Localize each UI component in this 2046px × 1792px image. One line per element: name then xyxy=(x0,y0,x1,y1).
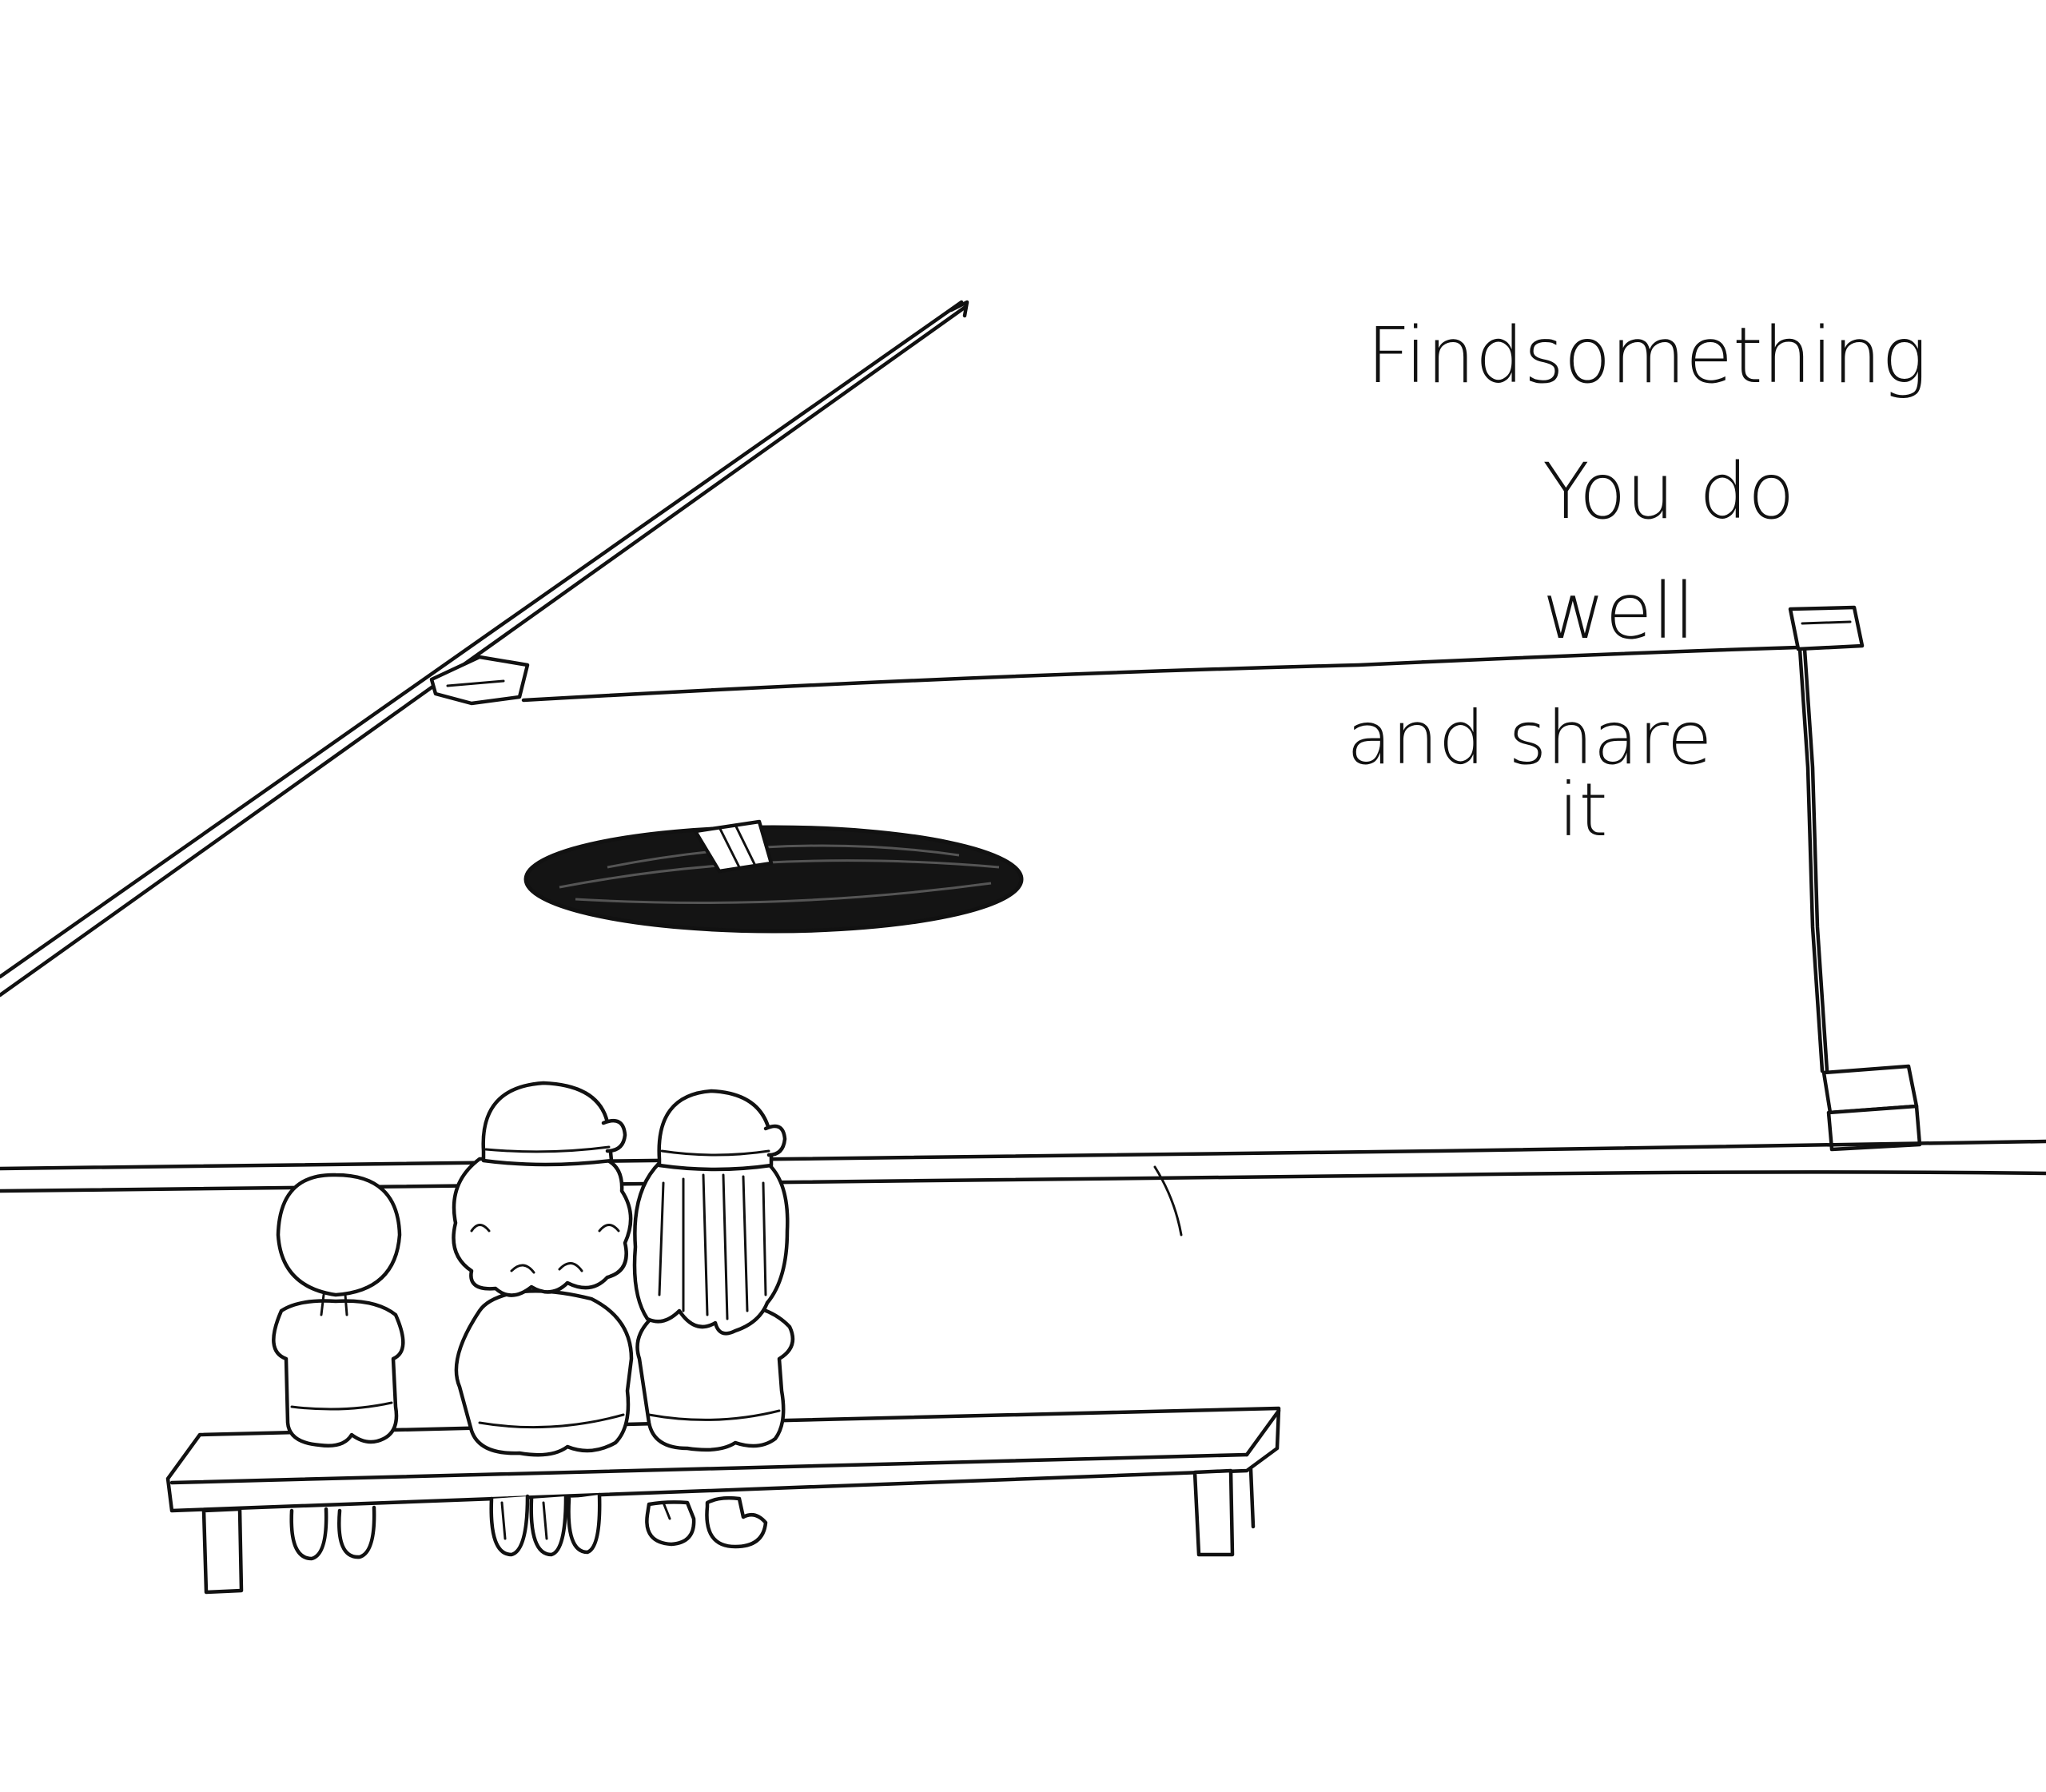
caption-line-4: and share xyxy=(1347,695,1712,781)
caption-line-5: it xyxy=(1558,767,1608,853)
stray-mark xyxy=(1153,1165,1183,1236)
child-middle xyxy=(452,1081,634,1557)
fishing-line xyxy=(521,645,1801,703)
child-right xyxy=(632,1089,795,1549)
caption-line-3: well xyxy=(1542,567,1695,656)
fishing-rod-icon xyxy=(0,300,969,998)
caption-line-2: You do xyxy=(1542,447,1795,536)
flag-icon xyxy=(1788,605,1922,1152)
children-icon xyxy=(272,1081,795,1561)
horizon-line xyxy=(0,1139,2046,1193)
caption-line-1: Findsomething xyxy=(1367,311,1928,400)
pond-icon xyxy=(523,819,1024,934)
child-left xyxy=(272,1173,405,1561)
bench-icon xyxy=(165,1406,1281,1595)
caption: Findsomething You do well and share it xyxy=(1347,311,1928,853)
